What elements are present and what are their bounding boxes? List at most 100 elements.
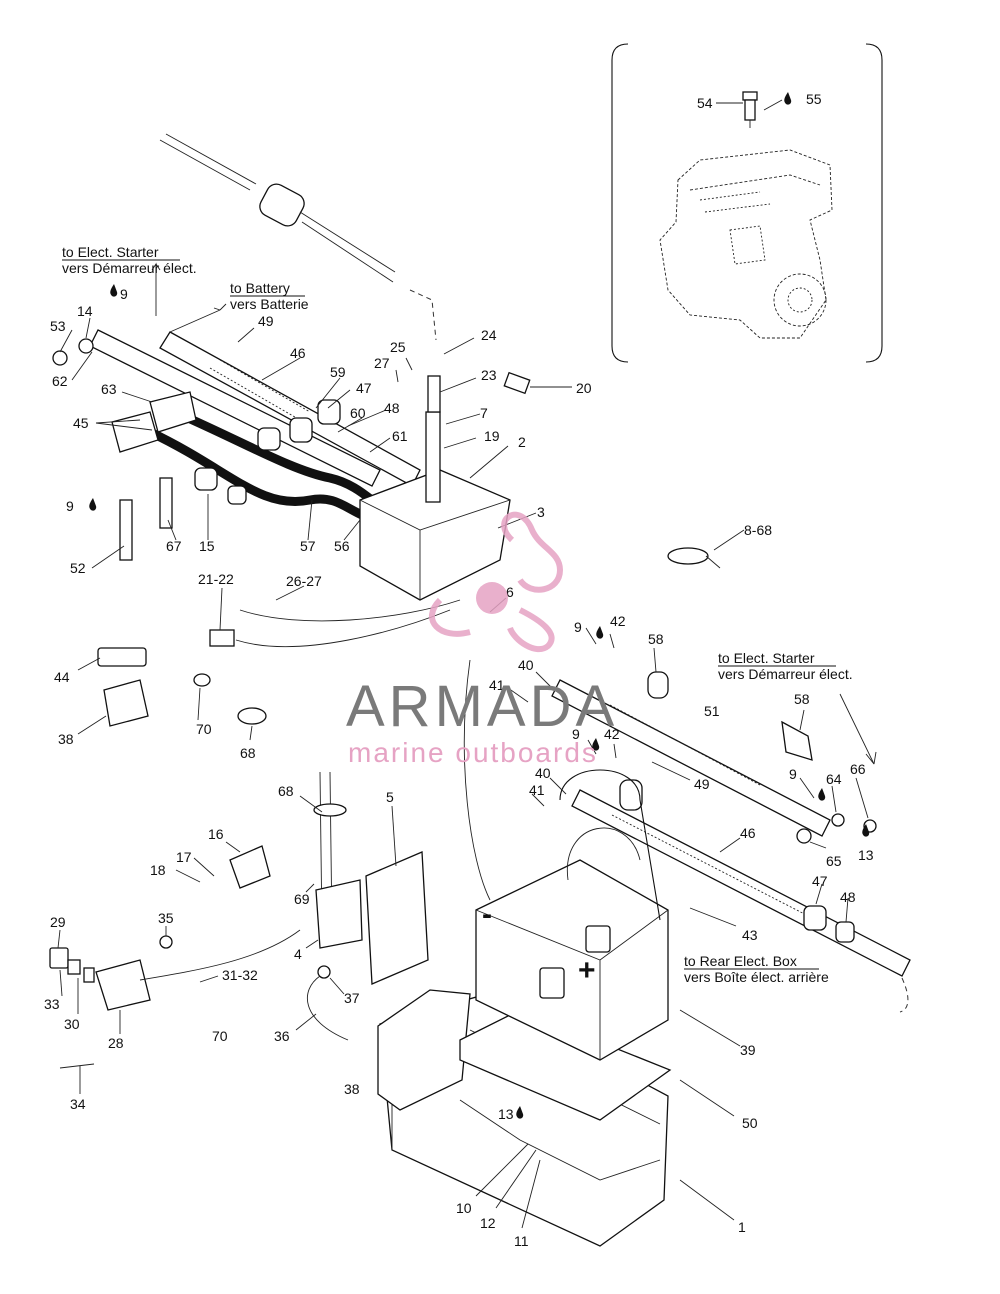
callout-label: 13 [498, 1106, 514, 1122]
callout-label: 8-68 [744, 522, 772, 538]
callout-label: 3 [537, 504, 545, 520]
callout-label: 64 [826, 771, 842, 787]
callout-label: 49 [694, 776, 710, 792]
callout-label: 66 [850, 761, 866, 777]
leader-lines [57, 99, 875, 1229]
callout-label: 13 [858, 847, 874, 863]
callout-label: 11 [514, 1233, 529, 1249]
oil-drop-icon [592, 738, 600, 751]
callout-label: 26-27 [286, 573, 322, 589]
left-parts [52, 338, 721, 727]
callout-label: 70 [196, 721, 212, 737]
callout-label: 42 [604, 726, 620, 742]
callout-label: 70 [212, 1028, 228, 1044]
routing-notes: to Elect. Starter vers Démarreur élect. … [62, 244, 853, 985]
callout-label: 41 [489, 677, 505, 693]
oil-drop-icon [862, 824, 870, 837]
battery-positive-mark: + [578, 954, 596, 987]
oil-drop-icon [516, 1106, 524, 1119]
oil-drop-icon [784, 92, 792, 105]
callout-label: 52 [70, 560, 86, 576]
starter-cable-assembly [89, 133, 531, 601]
callout-label: 58 [648, 631, 664, 647]
callout-label: 69 [294, 891, 310, 907]
callout-label: 45 [73, 415, 89, 431]
callout-label: 63 [101, 381, 117, 397]
oil-drop-icon [596, 626, 604, 639]
callout-label: 9 [66, 498, 74, 514]
callout-label: 21-22 [198, 571, 234, 587]
callout-label: 19 [484, 428, 500, 444]
note-starter-right-fr: vers Démarreur élect. [718, 666, 853, 682]
note-battery-en: to Battery [230, 280, 290, 296]
callout-label: 68 [278, 783, 294, 799]
callout-label: 25 [390, 339, 406, 355]
callout-label: 14 [77, 303, 93, 319]
callout-label: 16 [208, 826, 224, 842]
watermark: ARMADA marine outboards [346, 511, 618, 768]
note-starter-top-fr: vers Démarreur élect. [62, 260, 197, 276]
callout-label: 9 [574, 619, 582, 635]
callout-label: 30 [64, 1016, 80, 1032]
callout-label: 67 [166, 538, 182, 554]
callout-label: 37 [344, 990, 360, 1006]
oil-drop-icon [89, 498, 97, 511]
callout-label: 59 [330, 364, 346, 380]
callout-label: 12 [480, 1215, 496, 1231]
callout-label: 62 [52, 373, 68, 389]
oil-drop-icon [110, 284, 118, 297]
callout-label: 57 [300, 538, 316, 554]
callout-label: 41 [529, 782, 545, 798]
callout-label: 9 [120, 286, 128, 302]
callout-label: 44 [54, 669, 70, 685]
callout-label: 35 [158, 910, 174, 926]
callout-label: 6 [506, 584, 514, 600]
callout-label: 68 [240, 745, 256, 761]
callout-label: 38 [58, 731, 74, 747]
engine-inset [611, 43, 883, 363]
note-rear-box-en: to Rear Elect. Box [684, 953, 797, 969]
callout-label: 42 [610, 613, 626, 629]
callout-label: 58 [794, 691, 810, 707]
callout-label: 48 [384, 400, 400, 416]
callout-label: 20 [576, 380, 592, 396]
battery-assembly [377, 769, 672, 1247]
callout-label: 17 [176, 849, 192, 865]
solenoid-bracket [49, 771, 429, 1069]
callout-label: 55 [806, 91, 822, 107]
note-battery-fr: vers Batterie [230, 296, 309, 312]
callout-label: 49 [258, 313, 274, 329]
callout-label: 1 [738, 1219, 746, 1235]
watermark-brand: ARMADA [346, 674, 618, 739]
battery-negative-mark: - [482, 898, 492, 931]
callout-label: 5 [386, 789, 394, 805]
oil-drop-icons [89, 92, 870, 1119]
callout-label: 7 [480, 405, 488, 421]
callout-label: 38 [344, 1081, 360, 1097]
callout-label: 50 [742, 1115, 758, 1131]
callout-label: 15 [199, 538, 215, 554]
callout-label: 28 [108, 1035, 124, 1051]
callout-label: 61 [392, 428, 408, 444]
oil-drop-icon [818, 788, 826, 801]
callout-label: 40 [535, 765, 551, 781]
callout-label: 27 [374, 355, 390, 371]
callout-label: 65 [826, 853, 842, 869]
callout-label: 48 [840, 889, 856, 905]
note-rear-box-fr: vers Boîte élect. arrière [684, 969, 829, 985]
callout-label: 36 [274, 1028, 290, 1044]
note-arrows [151, 262, 877, 765]
watermark-tagline: marine outboards [348, 737, 598, 768]
callout-label: 60 [350, 405, 366, 421]
callout-label: 47 [356, 380, 372, 396]
battery-cables-right [463, 659, 911, 1013]
callout-label: 31-32 [222, 967, 258, 983]
callout-label: 43 [742, 927, 758, 943]
note-starter-top-en: to Elect. Starter [62, 244, 159, 260]
callout-label: 4 [294, 946, 302, 962]
note-starter-right-en: to Elect. Starter [718, 650, 815, 666]
callout-label: 10 [456, 1200, 472, 1216]
callout-label: 29 [50, 914, 66, 930]
